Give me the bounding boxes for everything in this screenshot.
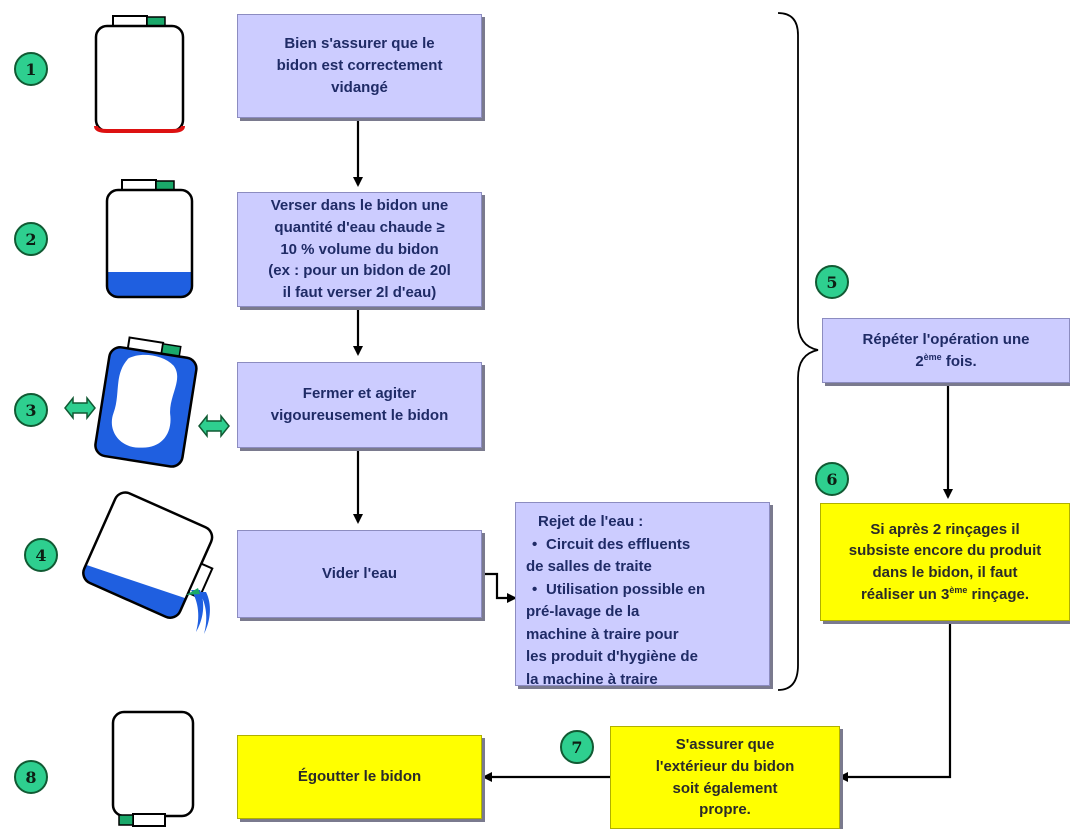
step-4-text: Vider l'eau: [322, 565, 397, 583]
step-badge-4: 4: [24, 538, 58, 572]
step-7-box: S'assurer que l'extérieur du bidon soit …: [610, 726, 840, 829]
partially-filled-canister-icon: [105, 179, 194, 299]
water-disposal-item: •Circuit des effluents de salles de trai…: [526, 535, 691, 576]
step-3-box: Fermer et agiter vigoureusement le bidon: [237, 362, 482, 448]
step-4-box: Vider l'eau: [237, 530, 482, 618]
step-3-text: Fermer et agiter vigoureusement le bidon: [270, 385, 449, 424]
step-1-box: Bien s'assurer que le bidon est correcte…: [237, 14, 482, 118]
water-disposal-item: •Utilisation possible en pré-lavage de l…: [526, 580, 706, 688]
water-disposal-title: Rejet de l'eau :: [538, 513, 644, 530]
step-7-text: S'assurer que l'extérieur du bidon soit …: [655, 736, 795, 819]
shake-arrow-icon: [64, 395, 230, 439]
step-badge-3: 3: [14, 393, 48, 427]
step-2-box: Verser dans le bidon une quantité d'eau …: [237, 192, 482, 307]
grouping-brace: [777, 12, 819, 691]
step-badge-7: 7: [560, 730, 594, 764]
step-6-text: Si après 2 rinçages il subsiste encore d…: [848, 520, 1042, 603]
step-badge-1: 1: [14, 52, 48, 86]
step-8-box: Égoutter le bidon: [237, 735, 482, 819]
shaking-canister-icon: [94, 336, 198, 468]
step-badge-8: 8: [14, 760, 48, 794]
step-2-text: Verser dans le bidon une quantité d'eau …: [268, 197, 451, 302]
upside-down-canister-icon: [111, 710, 195, 827]
empty-canister-icon: [94, 15, 185, 133]
step-badge-6: 6: [815, 462, 849, 496]
step-badge-5: 5: [815, 265, 849, 299]
step-8-text: Égoutter le bidon: [297, 768, 422, 786]
water-disposal-box: Rejet de l'eau : •Circuit des effluents …: [515, 502, 770, 688]
step-badge-2: 2: [14, 222, 48, 256]
pouring-canister-icon: [79, 491, 214, 634]
step-6-box: Si après 2 rinçages il subsiste encore d…: [820, 503, 1070, 621]
flow-arrows: [353, 118, 953, 782]
step-1-text: Bien s'assurer que le bidon est correcte…: [276, 35, 443, 96]
